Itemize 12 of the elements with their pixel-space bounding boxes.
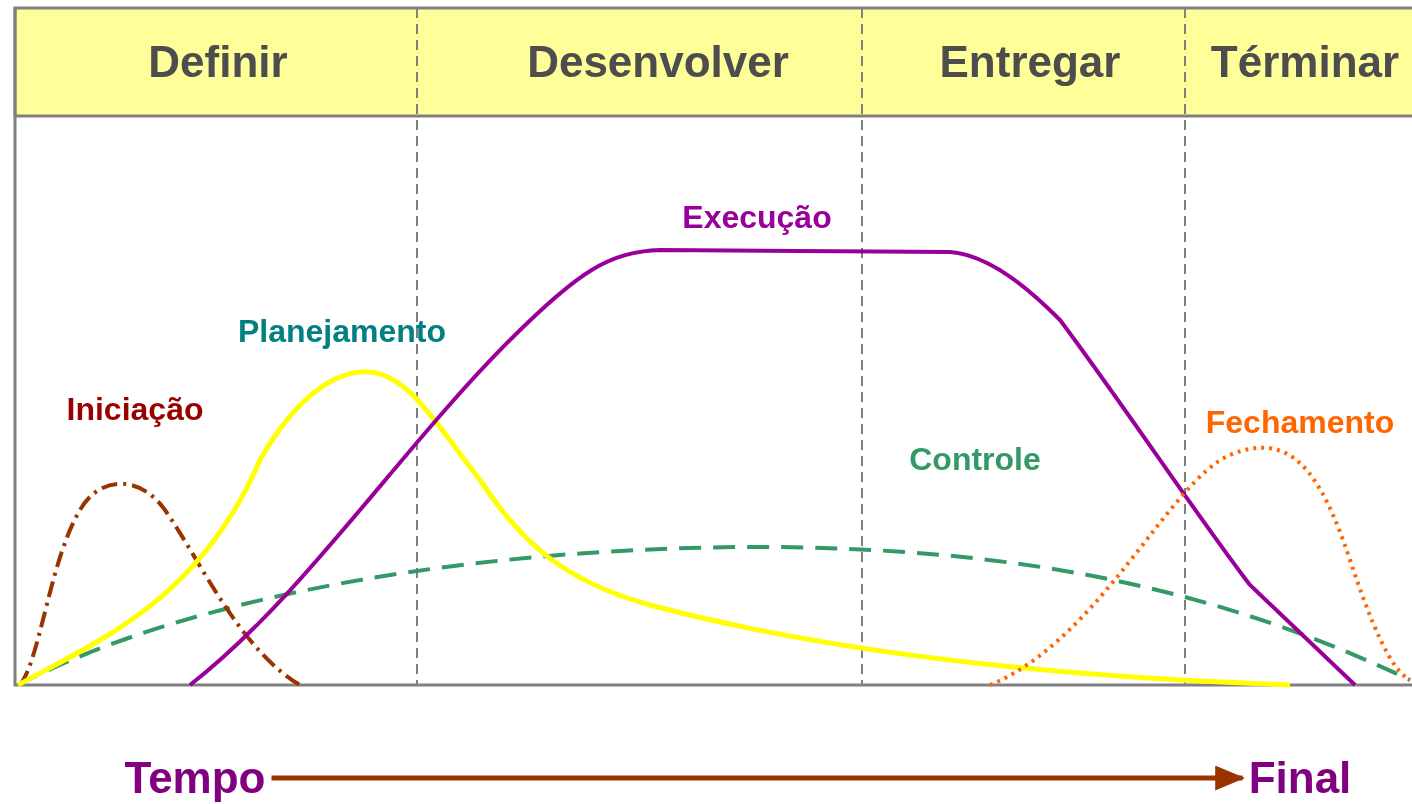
curve-label: Iniciação <box>66 392 204 428</box>
axis-text: Tempo <box>124 753 266 803</box>
phase-label: Términar <box>1210 37 1400 87</box>
curve-label: Controle <box>909 442 1041 478</box>
curve-label: Planejamento <box>237 314 447 350</box>
phase-label: Entregar <box>939 37 1121 87</box>
curve-label: Execução <box>682 200 832 236</box>
phase-label: Desenvolver <box>527 37 789 87</box>
phase-label: Definir <box>148 37 288 87</box>
arrow <box>271 765 1246 791</box>
axis-text: Final <box>1248 753 1352 803</box>
curve-label: Fechamento <box>1205 405 1395 441</box>
